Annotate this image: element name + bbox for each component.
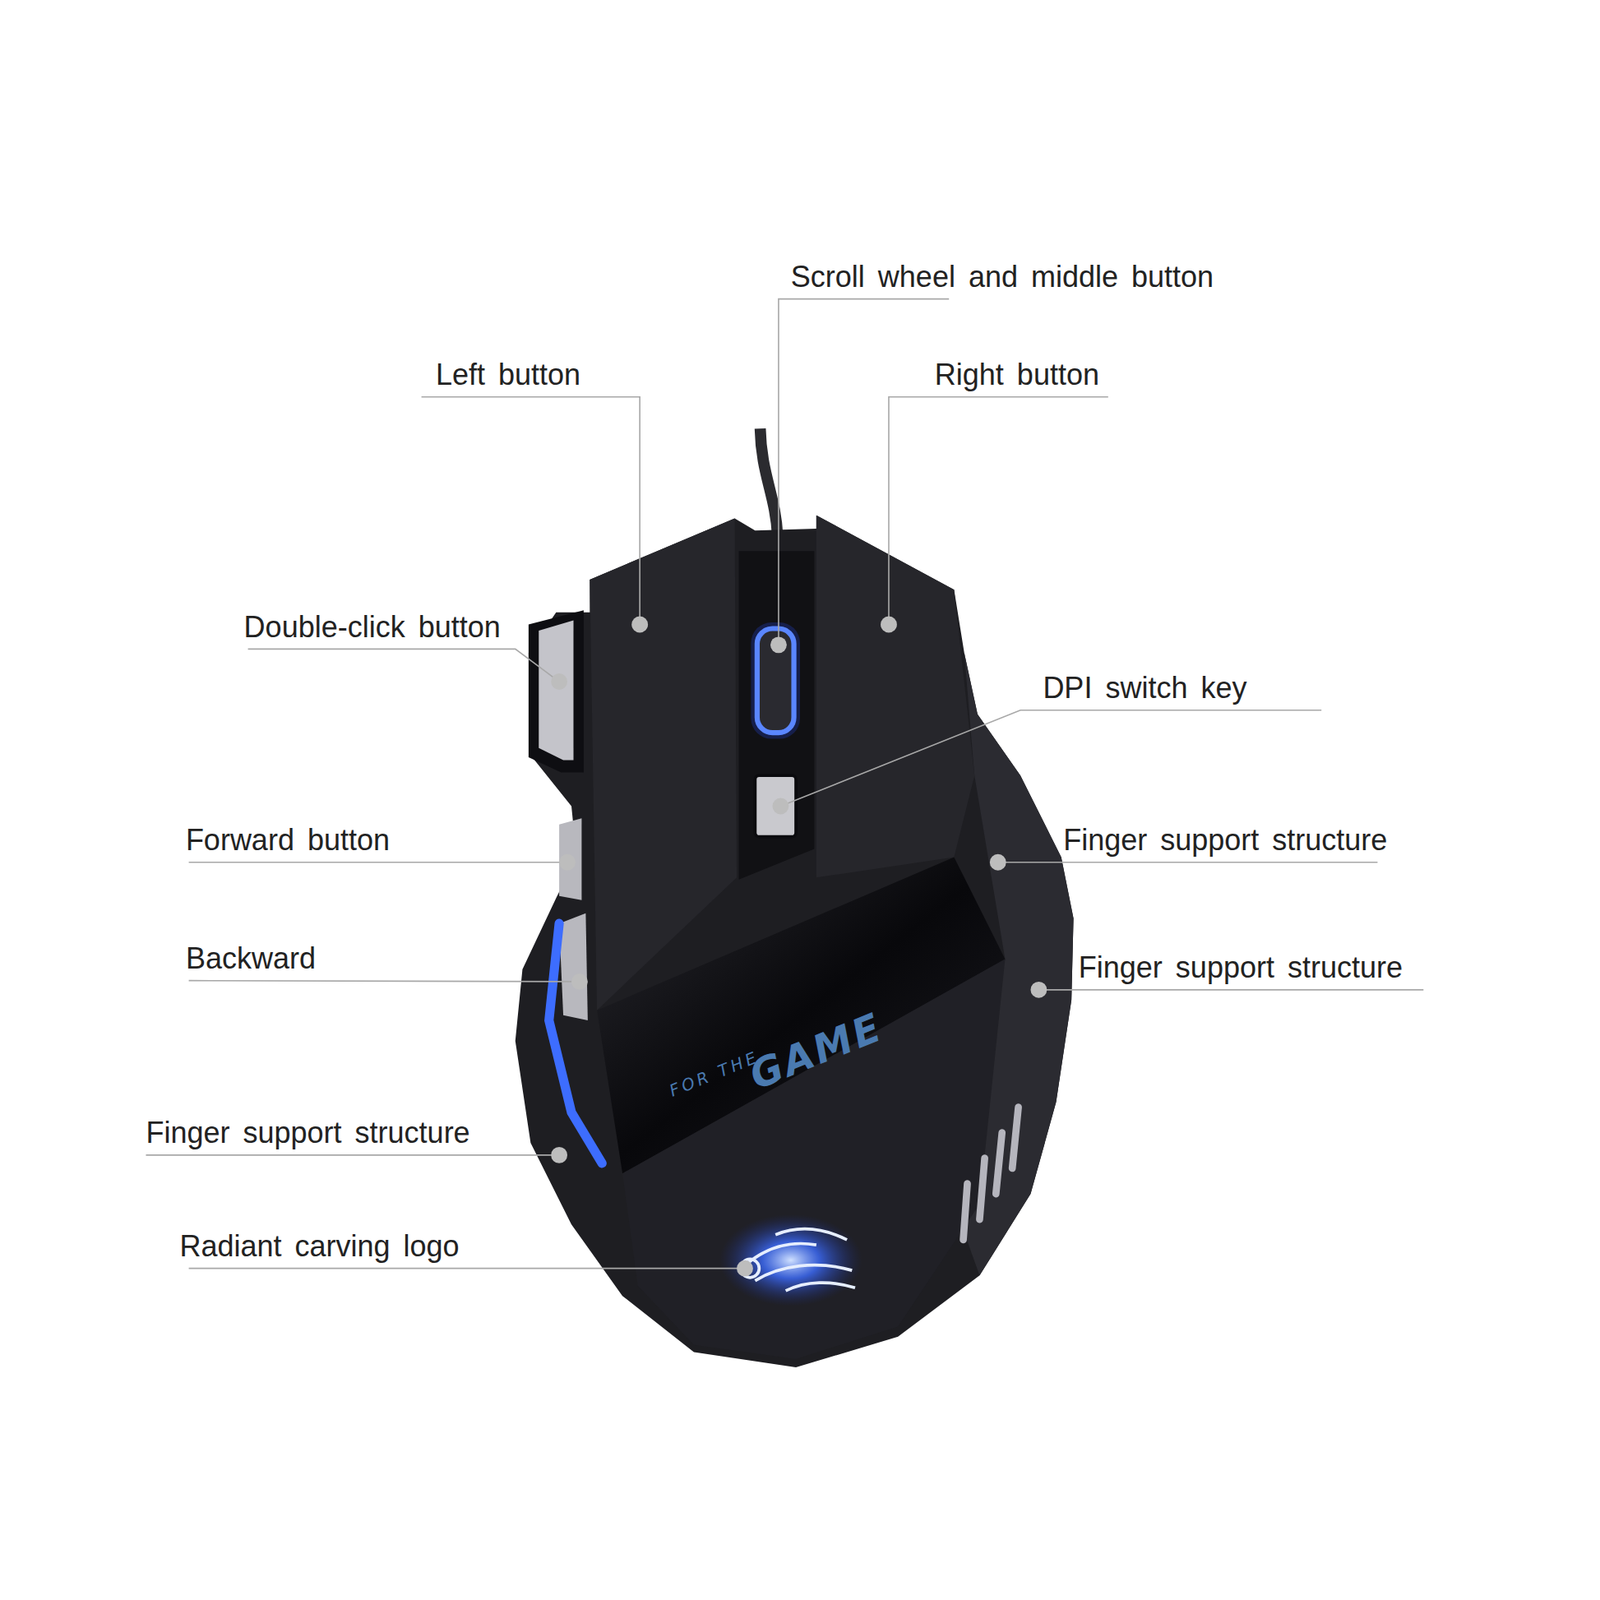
logo-glow bbox=[719, 1214, 863, 1307]
double-click-button bbox=[538, 620, 574, 761]
part-label: Finger support structure bbox=[145, 1114, 470, 1151]
forward-button bbox=[559, 818, 582, 900]
part-label: Right button bbox=[934, 356, 1100, 393]
double-click-housing bbox=[528, 610, 584, 773]
cable bbox=[760, 428, 778, 536]
logo-emblem bbox=[739, 1229, 856, 1291]
part-label: Double-click button bbox=[244, 609, 501, 645]
mouse-body bbox=[515, 515, 1074, 1368]
dpi-button bbox=[754, 775, 796, 837]
side-grille bbox=[963, 1107, 1019, 1240]
part-label: Forward button bbox=[185, 822, 390, 858]
scroll-wheel bbox=[757, 628, 795, 734]
part-label: Backward bbox=[185, 940, 316, 976]
middle-strip bbox=[739, 550, 815, 880]
printed-marking: GAME bbox=[744, 1006, 888, 1096]
right-button bbox=[816, 515, 975, 879]
left-button bbox=[589, 517, 737, 1010]
backward-button bbox=[559, 913, 588, 1021]
part-label: Radiant carving logo bbox=[179, 1228, 459, 1264]
part-label: Left button bbox=[435, 356, 581, 393]
side-light bbox=[549, 923, 603, 1164]
part-label: Scroll wheel and middle button bbox=[790, 258, 1214, 295]
part-label: Finger support structure bbox=[1063, 822, 1388, 858]
leader-dots bbox=[550, 616, 1047, 1277]
part-label: Finger support structure bbox=[1078, 949, 1403, 985]
leader-lines bbox=[145, 299, 1424, 1269]
printed-marking: FOR THE bbox=[667, 1048, 762, 1100]
part-label: DPI switch key bbox=[1042, 670, 1247, 706]
palm-panel bbox=[622, 959, 1005, 1360]
wheel-glow bbox=[750, 622, 800, 739]
